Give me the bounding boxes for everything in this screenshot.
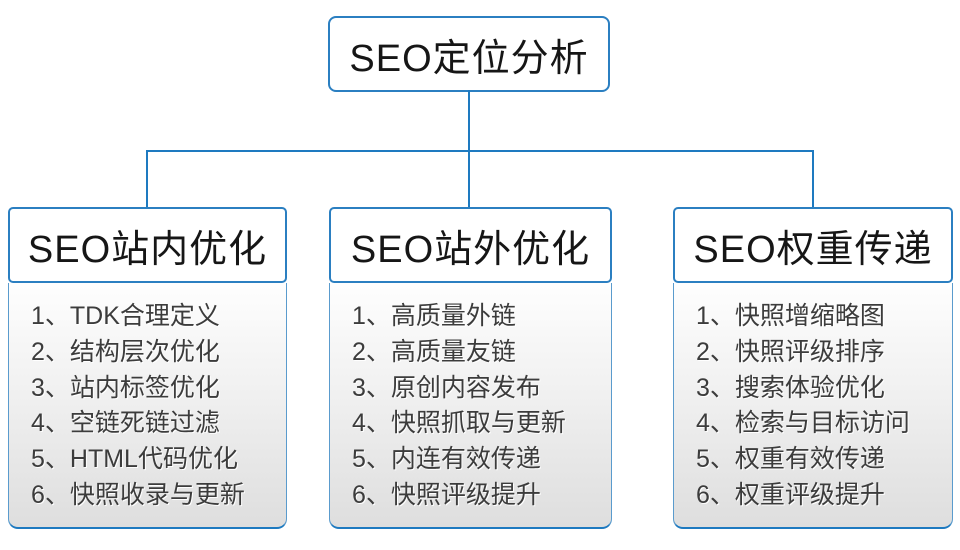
- list-item: 4、检索与目标访问: [696, 409, 910, 438]
- branch-weight-header: SEO权重传递: [673, 207, 953, 283]
- list-item: 6、权重评级提升: [696, 480, 885, 509]
- list-item: 1、快照增缩略图: [696, 302, 885, 330]
- list-item: 2、结构层次优化: [31, 337, 220, 366]
- list-item: 4、快照抓取与更新: [352, 409, 566, 438]
- branch-offsite-header: SEO站外优化: [329, 207, 612, 283]
- branch-offsite-title: SEO站外优化: [350, 228, 591, 271]
- branch-onsite-header: SEO站内优化: [8, 207, 287, 283]
- branch-weight-panel: 1、快照增缩略图 2、快照评级排序 3、搜索体验优化 4、检索与目标访问 5、权…: [673, 283, 953, 529]
- connector-bus: [146, 150, 814, 152]
- list-item: 3、搜索体验优化: [696, 373, 885, 402]
- branch-onsite-panel: 1、TDK合理定义 2、结构层次优化 3、站内标签优化 4、空链死链过滤 5、H…: [8, 283, 287, 529]
- connector-drop-right: [812, 150, 814, 208]
- root-node: SEO定位分析: [328, 16, 610, 92]
- branch-onsite: SEO站内优化 1、TDK合理定义 2、结构层次优化 3、站内标签优化 4、空链…: [8, 207, 287, 529]
- branch-offsite: SEO站外优化 1、高质量外链 2、高质量友链 3、原创内容发布 4、快照抓取与…: [329, 207, 612, 529]
- root-node-title: SEO定位分析: [349, 37, 589, 80]
- list-item: 4、空链死链过滤: [31, 409, 220, 438]
- list-item: 6、快照评级提升: [352, 480, 541, 509]
- connector-root-stem: [468, 90, 470, 151]
- list-item: 1、高质量外链: [352, 302, 516, 330]
- list-item: 3、站内标签优化: [31, 373, 220, 402]
- branch-weight-title: SEO权重传递: [693, 228, 933, 271]
- list-item: 2、快照评级排序: [696, 337, 885, 366]
- list-item: 5、HTML代码优化: [31, 445, 238, 474]
- list-item: 3、原创内容发布: [352, 373, 541, 402]
- branch-onsite-title: SEO站内优化: [27, 228, 268, 271]
- list-item: 1、TDK合理定义: [31, 302, 220, 330]
- list-item: 5、权重有效传递: [696, 445, 885, 474]
- connector-drop-middle: [468, 150, 470, 208]
- list-item: 5、内连有效传递: [352, 445, 541, 474]
- list-item: 2、高质量友链: [352, 337, 516, 366]
- list-item: 6、快照收录与更新: [31, 480, 245, 509]
- connector-drop-left: [146, 150, 148, 208]
- branch-offsite-panel: 1、高质量外链 2、高质量友链 3、原创内容发布 4、快照抓取与更新 5、内连有…: [329, 283, 612, 529]
- branch-weight: SEO权重传递 1、快照增缩略图 2、快照评级排序 3、搜索体验优化 4、检索与…: [673, 207, 953, 529]
